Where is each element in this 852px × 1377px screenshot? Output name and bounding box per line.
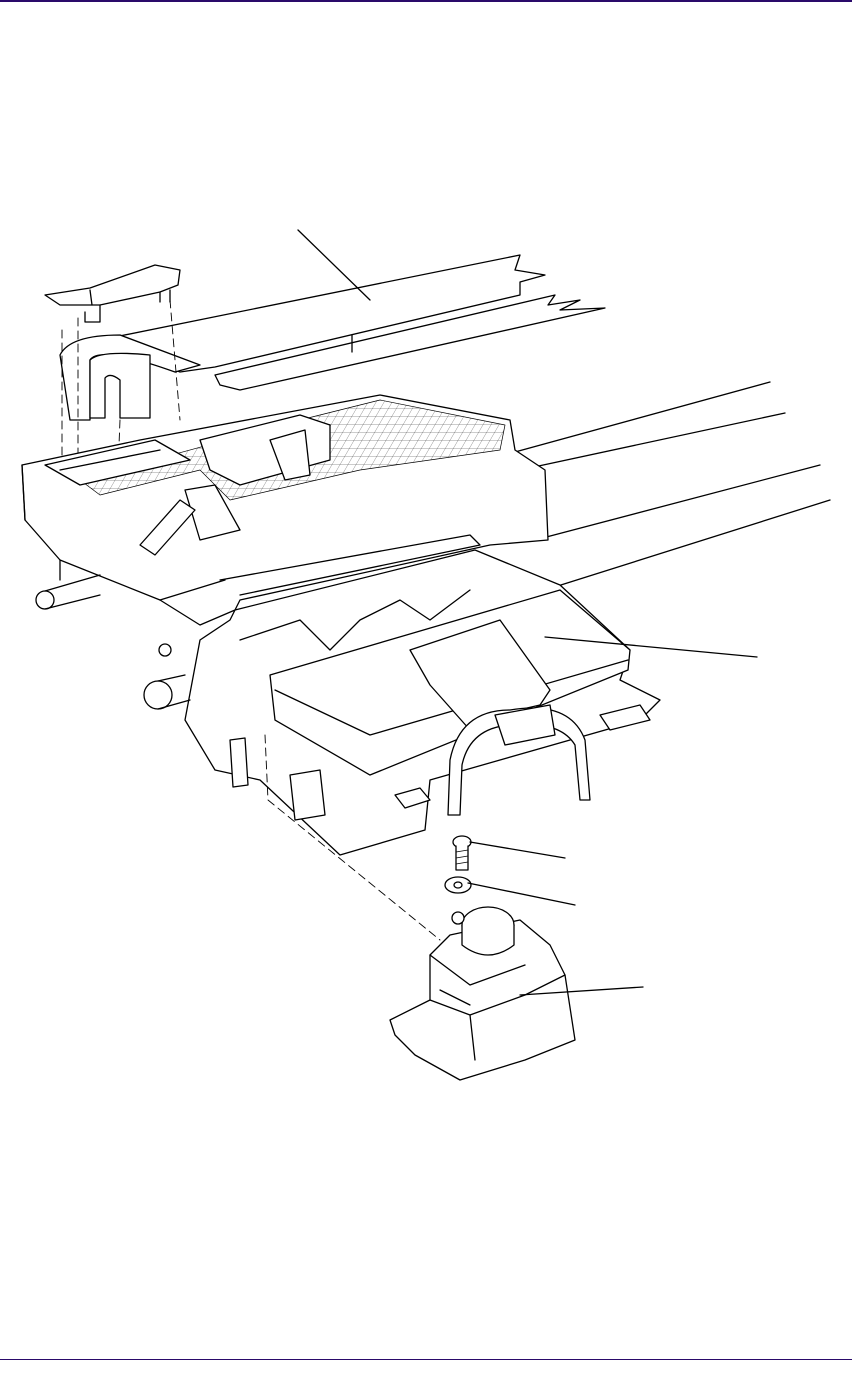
alignment-line bbox=[264, 734, 441, 941]
callout-washer bbox=[467, 882, 576, 906]
callout-sensor bbox=[519, 986, 644, 996]
trailing-cable bbox=[59, 254, 606, 421]
callout-screw bbox=[469, 841, 566, 859]
callout-cover bbox=[544, 636, 758, 658]
screw bbox=[452, 835, 472, 871]
header-rule bbox=[0, 0, 852, 2]
carriage-cover bbox=[239, 589, 651, 816]
callout-leaders bbox=[297, 229, 758, 996]
callout-cable bbox=[297, 229, 371, 301]
carriage-assembly bbox=[21, 394, 661, 856]
footer-rule bbox=[0, 1359, 852, 1360]
slider-rods bbox=[514, 381, 831, 591]
line-sensor bbox=[389, 906, 576, 1081]
washer bbox=[444, 876, 472, 894]
cable-clamp bbox=[44, 264, 181, 471]
